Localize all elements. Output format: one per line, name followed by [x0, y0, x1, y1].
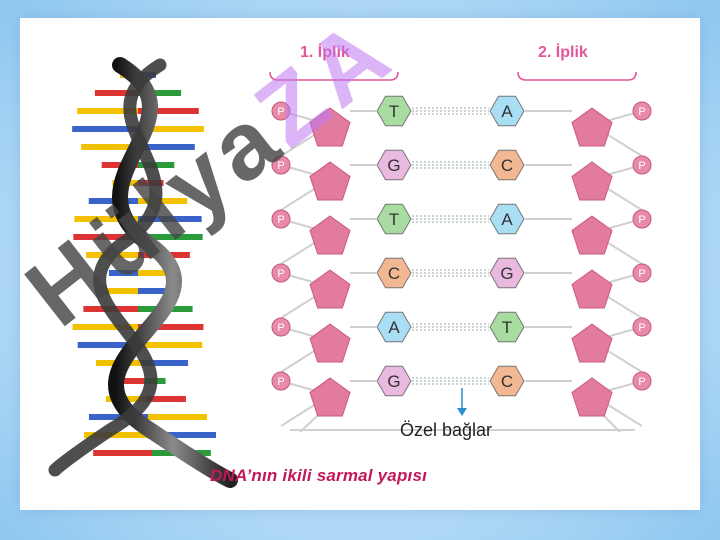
phosphate-text: P [277, 268, 284, 280]
base-left: T [376, 95, 412, 127]
phosphate-circle [271, 371, 291, 391]
base-hexagon [376, 311, 412, 343]
phosphate-circle [271, 317, 291, 337]
strand-2-label: 2. İplik [538, 44, 588, 61]
phosphate-right: P [632, 101, 652, 121]
phosphate-circle [271, 101, 291, 121]
figure-caption: DNA’nın ikili sarmal yapısı [210, 466, 428, 485]
base-right: A [489, 95, 525, 127]
strand-2-brace [517, 71, 637, 81]
phosphate-text: P [277, 376, 284, 388]
base-letter: G [387, 156, 400, 175]
phosphate-circle [632, 317, 652, 337]
base-letter: T [502, 318, 512, 337]
base-hexagon [376, 257, 412, 289]
strand-1-label: 1. İplik [300, 44, 350, 61]
phosphate-left: P [271, 263, 291, 283]
base-left: G [376, 365, 412, 397]
base-hexagon [489, 149, 525, 181]
phosphate-circle [271, 263, 291, 283]
phosphate-circle [271, 209, 291, 229]
phosphate-left: P [271, 317, 291, 337]
phosphate-right: P [632, 317, 652, 337]
base-letter: C [501, 372, 513, 391]
sugar-left [309, 323, 351, 363]
sugar-right [571, 323, 613, 363]
base-letter: C [388, 264, 400, 283]
sugar-right [571, 269, 613, 309]
base-hexagon [489, 311, 525, 343]
base-hexagon [376, 365, 412, 397]
sugar-right [571, 161, 613, 201]
special-bonds-label: Özel bağlar [400, 420, 493, 440]
phosphate-text: P [277, 106, 284, 118]
base-hexagon [376, 95, 412, 127]
base-hexagon [489, 365, 525, 397]
base-letter: C [501, 156, 513, 175]
phosphate-text: P [638, 376, 645, 388]
phosphate-left: P [271, 371, 291, 391]
base-letter: A [501, 102, 513, 121]
sugar-right [571, 107, 613, 147]
phosphate-text: P [638, 160, 645, 172]
phosphate-right: P [632, 371, 652, 391]
strand-1-brace [269, 71, 399, 81]
base-right: C [489, 365, 525, 397]
sugar-left [309, 377, 351, 417]
ladder-diagram: P P T A P P G C P P T A P P C G P P A T P P G C [271, 95, 652, 433]
base-letter: T [389, 210, 399, 229]
base-right: T [489, 311, 525, 343]
phosphate-left: P [271, 101, 291, 121]
sugar-right [571, 215, 613, 255]
helix-strand-b [48, 58, 167, 477]
base-left: A [376, 311, 412, 343]
phosphate-text: P [277, 160, 284, 172]
sugar-left [309, 107, 351, 147]
phosphate-right: P [632, 209, 652, 229]
phosphate-text: P [277, 322, 284, 334]
phosphate-text: P [638, 106, 645, 118]
base-letter: A [501, 210, 513, 229]
phosphate-text: P [638, 214, 645, 226]
phosphate-left: P [271, 155, 291, 175]
base-letter: A [388, 318, 400, 337]
base-hexagon [376, 203, 412, 235]
base-left: G [376, 149, 412, 181]
phosphate-right: P [632, 155, 652, 175]
phosphate-circle [632, 371, 652, 391]
phosphate-left: P [271, 209, 291, 229]
sugar-right [571, 377, 613, 417]
double-helix-illustration [48, 57, 238, 488]
phosphate-text: P [638, 322, 645, 334]
phosphate-circle [271, 155, 291, 175]
base-hexagon [376, 149, 412, 181]
base-hexagon [489, 257, 525, 289]
base-hexagon [489, 95, 525, 127]
base-left: C [376, 257, 412, 289]
sugar-left [309, 161, 351, 201]
phosphate-circle [632, 155, 652, 175]
base-right: G [489, 257, 525, 289]
base-letter: T [389, 102, 399, 121]
bond-arrow-head [457, 408, 467, 416]
phosphate-text: P [638, 268, 645, 280]
phosphate-right: P [632, 263, 652, 283]
base-right: C [489, 149, 525, 181]
base-hexagon [489, 203, 525, 235]
sugar-left [309, 269, 351, 309]
base-letter: G [500, 264, 513, 283]
phosphate-circle [632, 263, 652, 283]
sugar-left [309, 215, 351, 255]
phosphate-circle [632, 209, 652, 229]
base-right: A [489, 203, 525, 235]
base-left: T [376, 203, 412, 235]
phosphate-text: P [277, 214, 284, 226]
phosphate-circle [632, 101, 652, 121]
base-letter: G [387, 372, 400, 391]
